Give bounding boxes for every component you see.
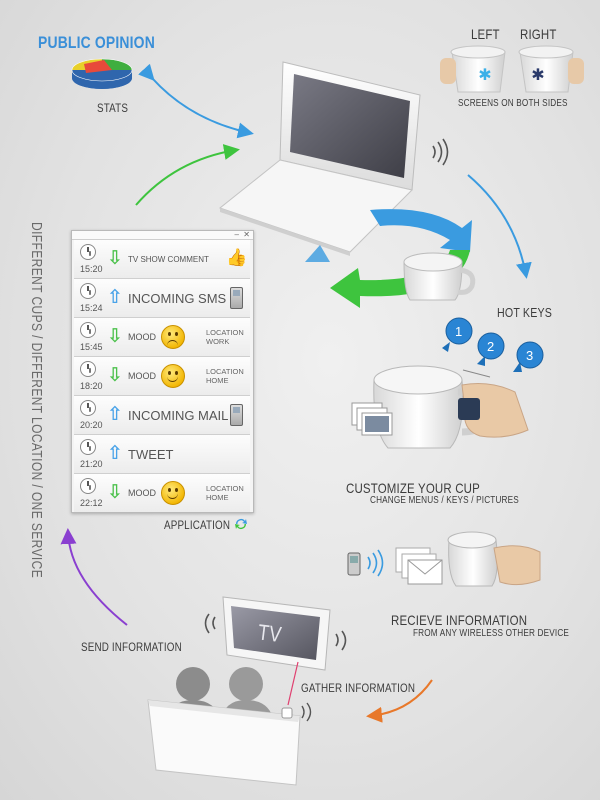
tv-label: TV bbox=[256, 619, 283, 648]
message-list: 15:20 ⇩ TV SHOW COMMENT 👍 15:24 ⇧ INCOMI… bbox=[74, 240, 250, 512]
cup-illustration-large bbox=[373, 365, 529, 449]
clock-icon bbox=[80, 400, 96, 416]
application-label: APPLICATION bbox=[164, 518, 231, 532]
list-item-tv-show-comment[interactable]: 15:20 ⇩ TV SHOW COMMENT 👍 bbox=[74, 240, 250, 279]
send-information-label: SEND INFORMATION bbox=[81, 640, 182, 654]
clock-icon bbox=[80, 439, 96, 455]
happy-face-icon bbox=[161, 481, 185, 505]
right-label: RIGHT bbox=[520, 26, 557, 42]
clock-icon bbox=[80, 244, 96, 260]
recieve-information-title: RECIEVE INFORMATION bbox=[391, 612, 528, 628]
arrow-laptop-to-hotkeys bbox=[467, 174, 532, 279]
wireless-signal-icon bbox=[432, 138, 449, 166]
item-time: 15:24 bbox=[80, 303, 103, 313]
list-item-incoming-mail[interactable]: 20:20 ⇧ INCOMING MAIL bbox=[74, 396, 250, 435]
clock-icon bbox=[80, 361, 96, 377]
arrow-down-icon: ⇩ bbox=[107, 365, 123, 386]
list-item-tweet[interactable]: 21:20 ⇧ TWEET bbox=[74, 435, 250, 474]
item-time: 20:20 bbox=[80, 420, 103, 430]
list-item-incoming-sms[interactable]: 15:24 ⇧ INCOMING SMS bbox=[74, 279, 250, 318]
tv-illustration bbox=[204, 596, 347, 706]
arrow-up-icon: ⇧ bbox=[107, 443, 123, 464]
arrow-receive-to-sofa bbox=[366, 679, 433, 723]
item-time: 15:20 bbox=[80, 264, 103, 274]
happy-face-icon bbox=[161, 364, 185, 388]
change-menus-label: CHANGE MENUS / KEYS / PICTURES bbox=[370, 495, 519, 506]
item-text: INCOMING SMS bbox=[128, 291, 227, 306]
thumbs-up-icon: 👍 bbox=[226, 248, 248, 267]
customize-cup-title: CUSTOMIZE YOUR CUP bbox=[346, 480, 480, 496]
vertical-tagline: DIFFERENT CUPS / DIFFERENT LOCATION / ON… bbox=[28, 222, 45, 579]
application-window: – ✕ 15:20 ⇩ TV SHOW COMMENT 👍 15:24 ⇧ IN… bbox=[71, 230, 254, 513]
window-title-bar: – ✕ bbox=[72, 231, 253, 240]
from-any-wireless-label: FROM ANY WIRELESS OTHER DEVICE bbox=[413, 628, 570, 639]
pictures-stack-icon bbox=[351, 402, 393, 436]
hot-key-bubbles bbox=[442, 317, 544, 378]
item-time: 15:45 bbox=[80, 342, 103, 352]
left-label: LEFT bbox=[471, 26, 500, 42]
item-text: TWEET bbox=[128, 447, 174, 462]
phone-icon bbox=[230, 404, 243, 426]
close-button[interactable]: ✕ bbox=[243, 230, 250, 239]
arrow-down-icon: ⇩ bbox=[107, 326, 123, 347]
cup-left-illustration: ✱ bbox=[440, 45, 506, 93]
arrow-stats-to-laptop bbox=[138, 63, 254, 139]
svg-text:✱: ✱ bbox=[478, 67, 491, 84]
cup-illustration-small bbox=[403, 252, 476, 301]
public-opinion-title: PUBLIC OPINION bbox=[38, 33, 155, 52]
hot-key-2: 2 bbox=[487, 339, 495, 354]
item-time: 22:12 bbox=[80, 498, 103, 508]
arrow-app-to-laptop bbox=[135, 144, 240, 206]
hot-keys-label: HOT KEYS bbox=[497, 305, 553, 320]
item-text: MOOD bbox=[128, 488, 156, 498]
stats-label: STATS bbox=[97, 101, 129, 115]
svg-text:✱: ✱ bbox=[531, 67, 544, 84]
minimize-button[interactable]: – bbox=[234, 230, 239, 239]
arrow-send-to-app bbox=[60, 528, 128, 626]
screens-both-sides-label: SCREENS ON BOTH SIDES bbox=[458, 98, 568, 109]
clock-icon bbox=[80, 478, 96, 494]
hot-key-3: 3 bbox=[526, 348, 534, 363]
hot-key-1: 1 bbox=[455, 324, 463, 339]
clock-icon bbox=[80, 283, 96, 299]
item-time: 21:20 bbox=[80, 459, 103, 469]
item-text: TV SHOW COMMENT bbox=[128, 255, 209, 264]
clock-icon bbox=[80, 322, 96, 338]
sofa-people-illustration bbox=[147, 667, 312, 786]
pie-chart-icon bbox=[71, 58, 133, 89]
cup-right-illustration: ✱ bbox=[518, 45, 584, 93]
sync-icon bbox=[235, 519, 247, 529]
arrow-down-icon: ⇩ bbox=[107, 482, 123, 503]
arrow-down-icon: ⇩ bbox=[107, 248, 123, 269]
item-text: MOOD bbox=[128, 332, 156, 342]
item-time: 18:20 bbox=[80, 381, 103, 391]
arrow-up-icon: ⇧ bbox=[107, 404, 123, 425]
sad-face-icon bbox=[161, 325, 185, 349]
item-text: INCOMING MAIL bbox=[128, 408, 229, 423]
sync-arrows-icon bbox=[305, 209, 472, 308]
laptop-illustration bbox=[218, 61, 421, 256]
arrow-up-icon: ⇧ bbox=[107, 287, 123, 308]
gather-information-label: GATHER INFORMATION bbox=[301, 681, 416, 695]
item-text: MOOD bbox=[128, 371, 156, 381]
receive-illustration bbox=[347, 531, 541, 587]
phone-icon bbox=[230, 287, 243, 309]
